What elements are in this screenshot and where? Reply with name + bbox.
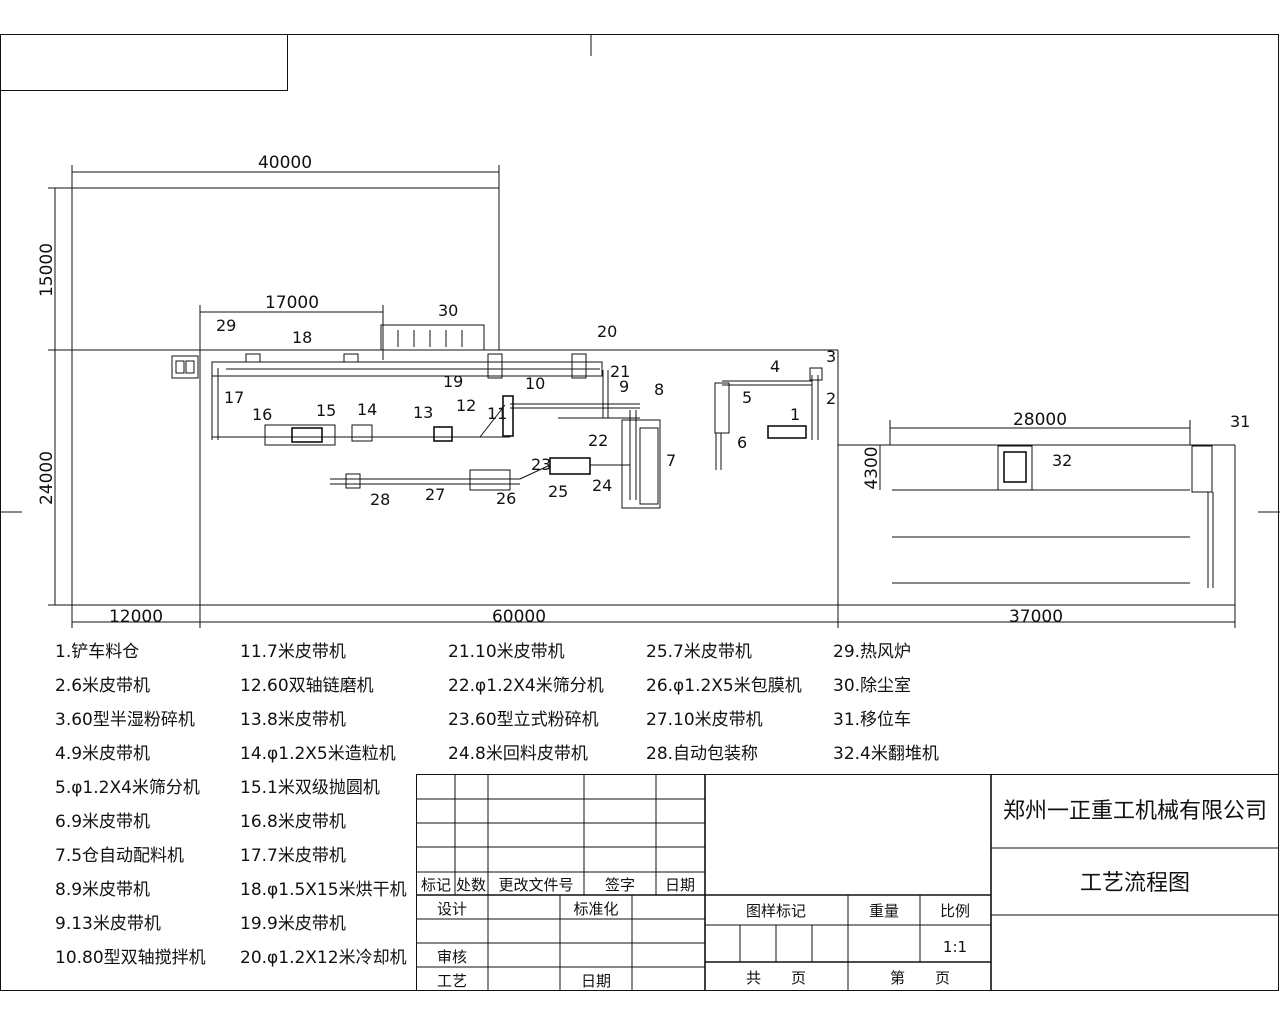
legend-item: 8.9米皮带机 [55, 880, 150, 900]
equipment-number-labels: 1234567891011121314151617181920212223242… [216, 301, 1250, 509]
tb-process: 工艺 [437, 972, 467, 990]
equipment-number-8: 8 [654, 380, 664, 399]
equipment-number-25: 25 [548, 482, 568, 501]
legend-item: 15.1米双级抛圆机 [240, 778, 380, 798]
equipment-number-10: 10 [525, 374, 545, 393]
tb-scale-label: 比例 [940, 902, 970, 920]
legend-item: 23.60型立式粉碎机 [448, 710, 599, 730]
legend-item: 27.10米皮带机 [646, 710, 763, 730]
equipment-number-21: 21 [610, 362, 630, 381]
tb-standardization: 标准化 [573, 900, 618, 918]
equipment-number-23: 23 [531, 455, 551, 474]
legend-item: 16.8米皮带机 [240, 812, 346, 832]
equipment-layout [171, 324, 1214, 588]
tb-total-pages: 共 页 [746, 969, 806, 987]
legend-item: 30.除尘室 [833, 676, 911, 696]
equipment-number-12: 12 [456, 396, 476, 415]
tb-drawing-title: 工艺流程图 [1080, 871, 1190, 896]
dim-turner-span: 28000 [1013, 410, 1067, 430]
equipment-number-20: 20 [597, 322, 617, 341]
legend-item: 18.φ1.5X15米烘干机 [240, 880, 407, 900]
equipment-legend: 1.铲车料仓 2.6米皮带机 3.60型半湿粉碎机 4.9米皮带机 5.φ1.2X4米筛… [55, 642, 939, 968]
dim-top-width: 40000 [258, 153, 312, 173]
legend-item: 6.9米皮带机 [55, 812, 150, 832]
equipment-number-6: 6 [737, 433, 747, 452]
dim-bottom-middle: 60000 [492, 607, 546, 627]
tb-company: 郑州一正重工机械有限公司 [1003, 799, 1267, 824]
equipment-number-9: 9 [619, 377, 629, 396]
legend-item: 11.7米皮带机 [240, 642, 346, 662]
tb-drawing-mark: 图样标记 [746, 902, 806, 920]
dim-dryer: 17000 [265, 293, 319, 313]
equipment-number-18: 18 [292, 328, 312, 347]
tb-signature: 签字 [605, 876, 635, 894]
equipment-number-27: 27 [425, 485, 445, 504]
legend-item: 21.10米皮带机 [448, 642, 565, 662]
legend-item: 22.φ1.2X4米筛分机 [448, 676, 604, 696]
legend-item: 17.7米皮带机 [240, 846, 346, 866]
equipment-number-4: 4 [770, 357, 780, 376]
tb-design: 设计 [437, 900, 467, 918]
dim-left-upper: 15000 [37, 243, 57, 297]
legend-item: 2.6米皮带机 [55, 676, 150, 696]
title-block [416, 774, 1279, 991]
equipment-number-17: 17 [224, 388, 244, 407]
legend-item: 5.φ1.2X4米筛分机 [55, 778, 200, 798]
dim-turner-height: 4300 [862, 446, 882, 489]
legend-item: 7.5仓自动配料机 [55, 846, 184, 866]
tb-change-doc: 更改文件号 [498, 876, 573, 894]
equipment-number-31: 31 [1230, 412, 1250, 431]
tb-review: 审核 [437, 948, 467, 966]
legend-item: 13.8米皮带机 [240, 710, 346, 730]
tb-page-no: 第 页 [890, 969, 950, 987]
legend-item: 28.自动包装称 [646, 744, 758, 764]
equipment-number-3: 3 [826, 347, 836, 366]
equipment-number-15: 15 [316, 401, 336, 420]
equipment-number-19: 19 [443, 372, 463, 391]
legend-item: 25.7米皮带机 [646, 642, 752, 662]
site-outline [71, 187, 1236, 606]
equipment-number-1: 1 [790, 405, 800, 424]
legend-item: 9.13米皮带机 [55, 914, 161, 934]
dim-left-lower: 24000 [37, 451, 57, 505]
tb-date: 日期 [665, 876, 695, 894]
tb-scale-value: 1:1 [943, 938, 967, 956]
tb-weight: 重量 [869, 902, 899, 920]
equipment-number-24: 24 [592, 476, 612, 495]
tb-date2: 日期 [581, 972, 611, 990]
equipment-number-32: 32 [1052, 451, 1072, 470]
legend-item: 26.φ1.2X5米包膜机 [646, 676, 802, 696]
dimension-lines [48, 165, 1236, 628]
legend-item: 31.移位车 [833, 710, 911, 730]
equipment-number-30: 30 [438, 301, 458, 320]
equipment-number-29: 29 [216, 316, 236, 335]
legend-item: 14.φ1.2X5米造粒机 [240, 744, 396, 764]
legend-item: 20.φ1.2X12米冷却机 [240, 948, 407, 968]
equipment-number-14: 14 [357, 400, 377, 419]
dim-bottom-left: 12000 [109, 607, 163, 627]
legend-item: 32.4米翻堆机 [833, 744, 939, 764]
legend-item: 12.60双轴链磨机 [240, 676, 374, 696]
tb-mark: 标记 [421, 876, 451, 894]
legend-item: 3.60型半湿粉碎机 [55, 710, 195, 730]
equipment-number-26: 26 [496, 489, 516, 508]
equipment-number-13: 13 [413, 403, 433, 422]
dim-bottom-right: 37000 [1009, 607, 1063, 627]
legend-item: 29.热风炉 [833, 642, 911, 662]
equipment-number-22: 22 [588, 431, 608, 450]
equipment-number-16: 16 [252, 405, 272, 424]
equipment-number-11: 11 [487, 404, 507, 423]
legend-item: 10.80型双轴搅拌机 [55, 948, 206, 968]
equipment-number-28: 28 [370, 490, 390, 509]
legend-item: 4.9米皮带机 [55, 744, 150, 764]
equipment-number-2: 2 [826, 389, 836, 408]
equipment-number-7: 7 [666, 451, 676, 470]
legend-item: 24.8米回料皮带机 [448, 744, 588, 764]
tb-count: 处数 [456, 876, 486, 894]
legend-item: 1.铲车料仓 [55, 642, 139, 662]
legend-item: 19.9米皮带机 [240, 914, 346, 934]
equipment-number-5: 5 [742, 388, 752, 407]
